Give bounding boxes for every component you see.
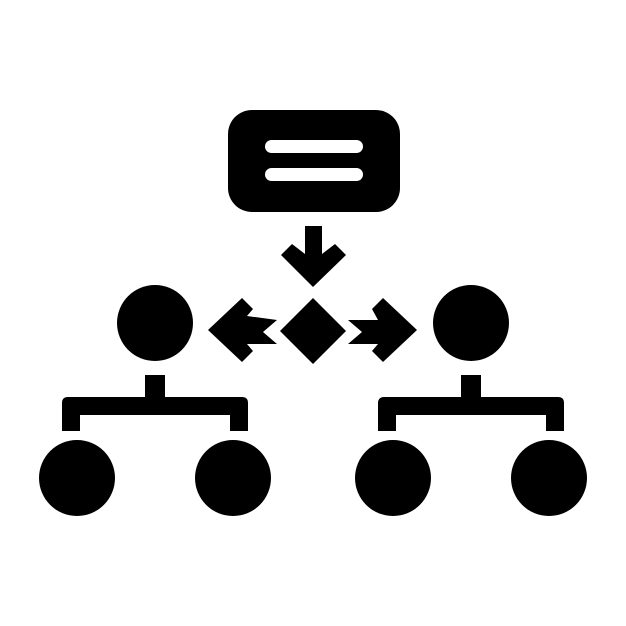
process-box-body [228,110,400,212]
right-child-node-2 [511,440,587,516]
left-child-node-2 [195,440,271,516]
right-org-tree [355,285,587,516]
right-stem [461,375,481,397]
process-box [228,110,400,212]
right-bracket [378,397,564,431]
left-org-tree [39,285,271,516]
down-arrow-icon [281,226,346,287]
left-bracket [62,397,248,431]
right-arrow-icon [348,298,417,362]
left-parent-node [117,285,193,361]
right-child-node-1 [355,440,431,516]
decision-diamond-icon [280,298,346,364]
left-stem [145,375,165,397]
process-box-line-1 [265,140,363,153]
left-arrow-icon [208,298,277,362]
process-box-line-2 [265,168,363,181]
right-parent-node [433,285,509,361]
left-child-node-1 [39,440,115,516]
